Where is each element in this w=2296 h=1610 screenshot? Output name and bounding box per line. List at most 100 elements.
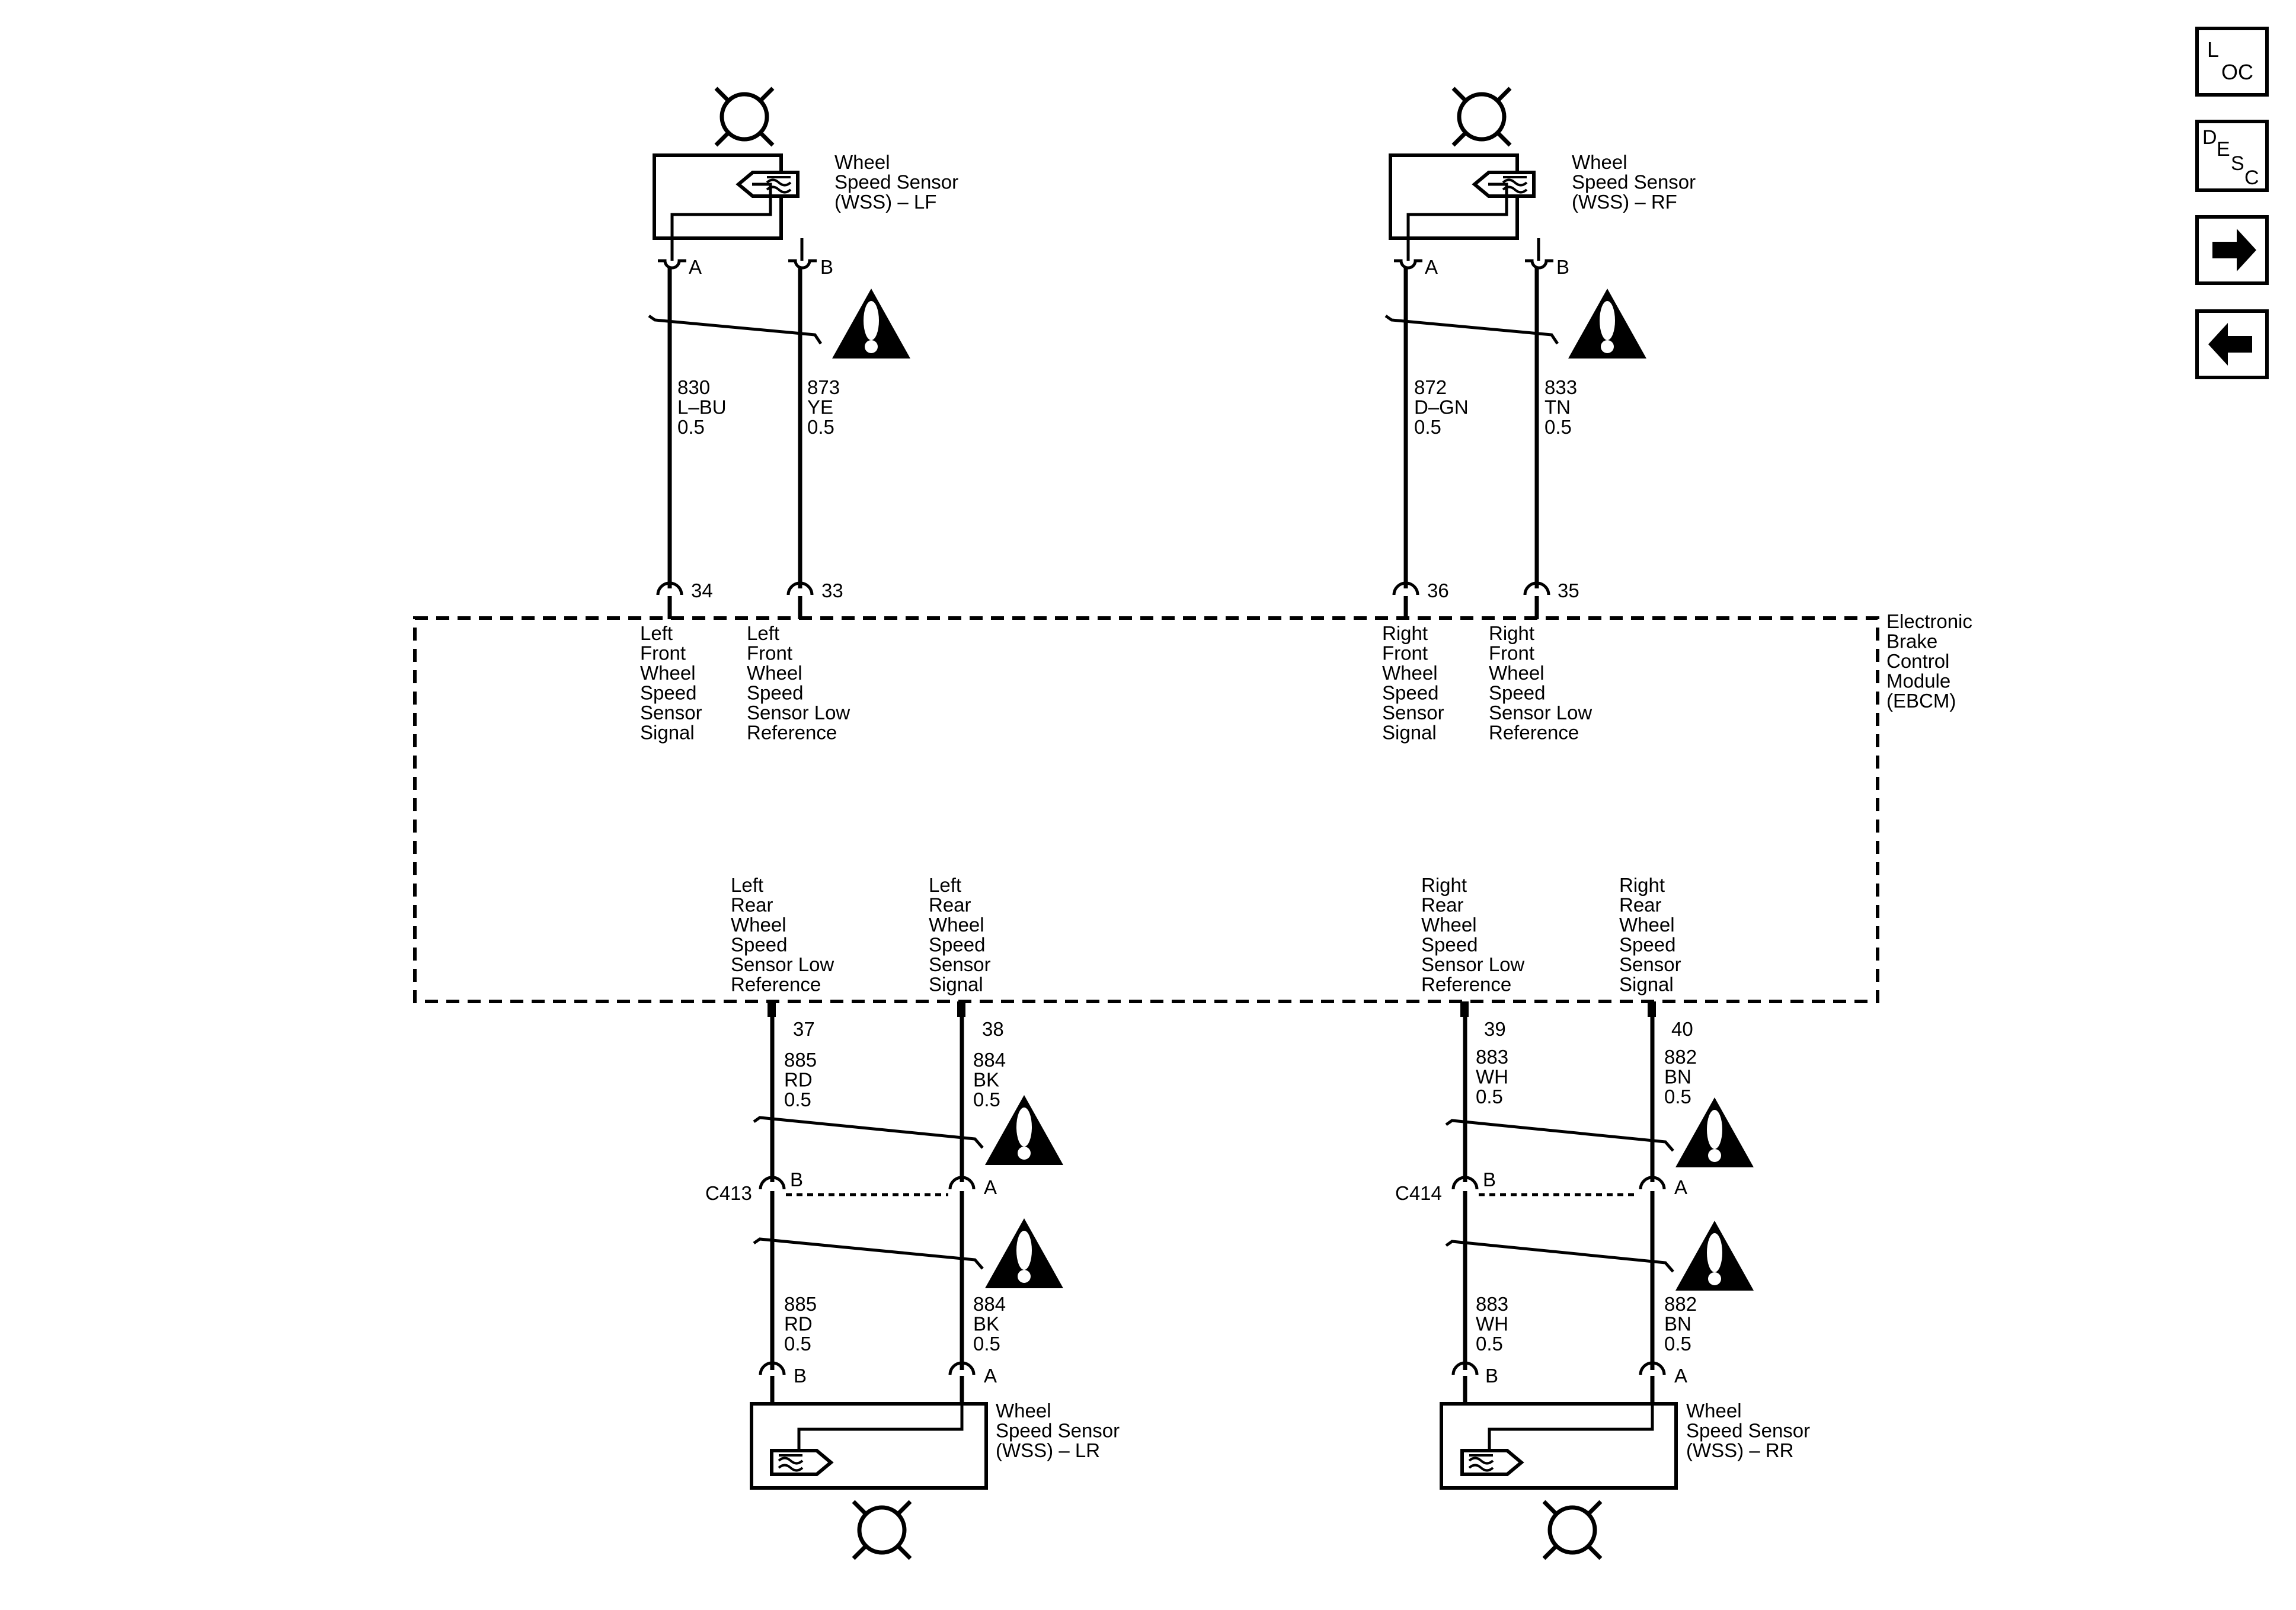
label-line: (EBCM)	[1886, 690, 1956, 712]
label-line: Sensor Low	[1421, 953, 1524, 975]
ebcm-module-outline	[413, 616, 1879, 1003]
description-button-label-c: C	[2244, 167, 2259, 189]
label-line: Speed	[731, 934, 787, 956]
label-line: RD	[784, 1313, 813, 1335]
location-button-label-l: L	[2207, 37, 2219, 62]
label-line: Sensor Low	[1489, 702, 1592, 724]
label-line: Wheel	[834, 151, 890, 173]
label-line: Speed	[1489, 682, 1545, 704]
pin-label: B	[790, 1169, 803, 1190]
ebcm-pin-36: 36	[1427, 580, 1449, 601]
label-line: 883	[1476, 1293, 1508, 1315]
label-line: Wheel	[731, 914, 786, 936]
label-line: Module	[1886, 670, 1950, 692]
label-line: 0.5	[1476, 1086, 1503, 1108]
label-line: Speed	[1421, 934, 1478, 956]
label-line: 830	[677, 376, 710, 398]
twisted-pair-mark-lr-upper	[753, 1116, 984, 1149]
label-line: D–GN	[1414, 396, 1469, 418]
ebcm-pin-38: 38	[982, 1018, 1004, 1040]
label-line: BN	[1664, 1066, 1691, 1088]
label-line: Right	[1489, 622, 1534, 644]
wire-882-upper	[1639, 1001, 1666, 1370]
ebcm-pin-33: 33	[821, 580, 843, 601]
wire-885-upper	[759, 1001, 786, 1370]
description-button-label-d: D	[2202, 126, 2217, 149]
label-line: 882	[1664, 1046, 1697, 1068]
label-line: Sensor Low	[731, 953, 834, 975]
label-line: 0.5	[973, 1089, 1000, 1110]
previous-page-button[interactable]	[2195, 309, 2269, 379]
description-button-label-s: S	[2231, 152, 2244, 175]
label-line: 872	[1414, 376, 1447, 398]
label-line: Left	[929, 874, 961, 896]
label-line: Wheel	[929, 914, 984, 936]
label-line: 873	[807, 376, 840, 398]
label-line: Speed	[747, 682, 803, 704]
wheel-speed-sensor-lr[interactable]	[750, 1402, 988, 1490]
wire-872	[1392, 259, 1422, 619]
label-line: WH	[1476, 1066, 1508, 1088]
label-line: Rear	[1421, 894, 1464, 916]
label-line: 0.5	[784, 1333, 811, 1355]
label-line: Rear	[1619, 894, 1662, 916]
wheel-icon-rf	[1453, 88, 1510, 145]
location-button[interactable]: L OC	[2195, 27, 2269, 97]
label-line: L–BU	[677, 396, 727, 418]
label-line: TN	[1544, 396, 1571, 418]
label-line: Speed	[640, 682, 696, 704]
label-line: (WSS) – RR	[1686, 1439, 1794, 1461]
warning-icon-lf[interactable]	[832, 289, 910, 359]
arrow-right-icon	[2212, 229, 2256, 271]
label-line: Wheel	[1421, 914, 1477, 936]
label-line: Sensor	[1619, 953, 1681, 975]
label-line: (WSS) – LF	[834, 191, 936, 213]
ebcm-pin-37: 37	[793, 1018, 815, 1040]
sensor-element-icon-lr	[772, 1451, 831, 1474]
label-line: Front	[1489, 642, 1534, 664]
twisted-pair-mark-lr-lower	[753, 1237, 984, 1270]
label-line: Signal	[1619, 974, 1674, 996]
warning-icon-rf[interactable]	[1568, 289, 1646, 359]
label-line: Wheel	[1619, 914, 1675, 936]
label-line: Control	[1886, 650, 1949, 672]
label-line: RD	[784, 1069, 813, 1091]
label-line: Wheel	[1572, 151, 1627, 173]
label-line: Right	[1421, 874, 1467, 896]
label-line: 0.5	[1476, 1333, 1503, 1355]
twisted-pair-mark-rf	[1384, 314, 1559, 345]
pin-label: A	[1674, 1176, 1687, 1198]
label-line: Reference	[1421, 974, 1511, 996]
warning-icon-rr-upper[interactable]	[1675, 1097, 1754, 1167]
next-page-button[interactable]	[2195, 215, 2269, 285]
description-button[interactable]: D E S C	[2195, 120, 2269, 192]
wheel-icon-lf	[716, 88, 773, 145]
warning-icon-rr-lower[interactable]	[1675, 1221, 1754, 1291]
label-line: Right	[1382, 622, 1428, 644]
label-line: (WSS) – LR	[996, 1439, 1100, 1461]
wheel-icon-lr	[853, 1502, 910, 1558]
label-line: 833	[1544, 376, 1577, 398]
label-line: Brake	[1886, 630, 1937, 652]
pin-label: B	[794, 1365, 807, 1387]
pin-label: B	[1556, 256, 1569, 278]
warning-icon-lr-lower[interactable]	[985, 1218, 1063, 1288]
label-line: (WSS) – RF	[1572, 191, 1677, 213]
label-line: Sensor Low	[747, 702, 850, 724]
label-line: Right	[1619, 874, 1665, 896]
arrow-left-icon	[2208, 323, 2252, 366]
pin-label: A	[984, 1176, 997, 1198]
label-line: Speed	[929, 934, 985, 956]
label-line: Front	[640, 642, 686, 664]
label-line: Wheel	[747, 662, 802, 684]
pin-label: A	[1425, 256, 1438, 278]
label-line: 0.5	[807, 416, 834, 438]
